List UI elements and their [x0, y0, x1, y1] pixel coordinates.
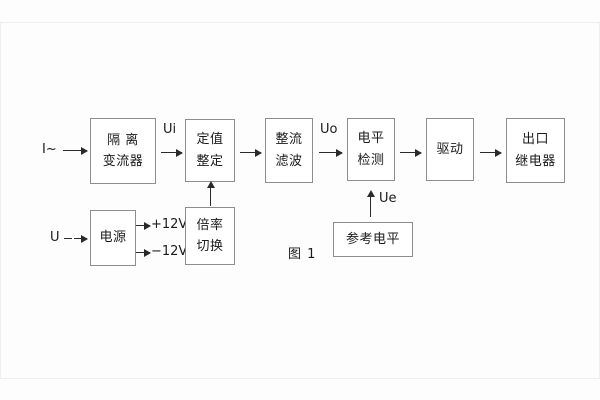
- block-drive[interactable]: 驱动: [426, 118, 474, 181]
- block-level-line-2: 检测: [357, 152, 385, 168]
- arrow-level-to-drive: [400, 148, 422, 157]
- arrow-setting-to-rectify: [240, 148, 262, 157]
- arrow-rectify-to-level: [319, 148, 343, 157]
- input-voltage-label: U: [50, 230, 60, 245]
- block-value-setting[interactable]: 定值 整定: [185, 119, 235, 182]
- block-multiplier-switch[interactable]: 倍率 切换: [185, 207, 235, 265]
- block-isolation-line-1: 隔 离: [107, 132, 139, 148]
- block-level-line-1: 电平: [357, 131, 385, 147]
- block-power-supply[interactable]: 电源: [90, 210, 136, 266]
- block-rectify-line-2: 滤波: [275, 153, 303, 169]
- block-isolation-transformer[interactable]: 隔 离 变流器: [90, 118, 156, 184]
- rail-positive-label: +12V: [151, 217, 188, 232]
- ue-label: Ue: [379, 191, 397, 206]
- block-drive-line-1: 驱动: [436, 141, 464, 157]
- block-setting-line-1: 定值: [196, 132, 224, 148]
- ui-label: Ui: [163, 122, 177, 137]
- block-rectify-filter[interactable]: 整流 滤波: [265, 118, 313, 183]
- input-current-label: I~: [42, 142, 57, 157]
- block-isolation-line-2: 变流器: [102, 154, 144, 169]
- frame-top-line: [0, 22, 600, 23]
- block-output-line-1: 出口: [521, 132, 549, 148]
- arrow-isolation-to-setting: [161, 148, 183, 157]
- block-level-detection[interactable]: 电平 检测: [347, 118, 395, 181]
- arrow-input-to-power: [74, 234, 88, 243]
- block-reference-level[interactable]: 参考电平: [333, 222, 413, 257]
- block-rectify-line-1: 整流: [275, 132, 303, 148]
- uo-label: Uo: [320, 122, 338, 137]
- block-setting-line-2: 整定: [196, 153, 224, 169]
- block-reference-line-1: 参考电平: [345, 231, 400, 247]
- arrow-power-rail-positive: [136, 221, 151, 230]
- block-multiplier-line-2: 切换: [196, 239, 224, 254]
- arrow-multiplier-to-setting: [206, 181, 215, 206]
- frame-bottom-line: [0, 378, 600, 379]
- block-output-line-2: 继电器: [515, 153, 556, 169]
- rail-negative-label: −12V: [151, 244, 188, 259]
- frame-left-line: [0, 22, 1, 379]
- arrow-power-rail-negative: [136, 248, 151, 257]
- arrow-reference-to-level: [366, 190, 375, 217]
- block-output-relay[interactable]: 出口 继电器: [506, 118, 565, 183]
- block-multiplier-line-1: 倍率: [196, 217, 224, 233]
- arrow-drive-to-output: [480, 148, 502, 157]
- lead-input-voltage: [64, 238, 72, 239]
- block-power-line-1: 电源: [99, 230, 127, 246]
- figure-caption: 图 1: [288, 247, 317, 262]
- arrow-input-to-isolation: [63, 146, 88, 155]
